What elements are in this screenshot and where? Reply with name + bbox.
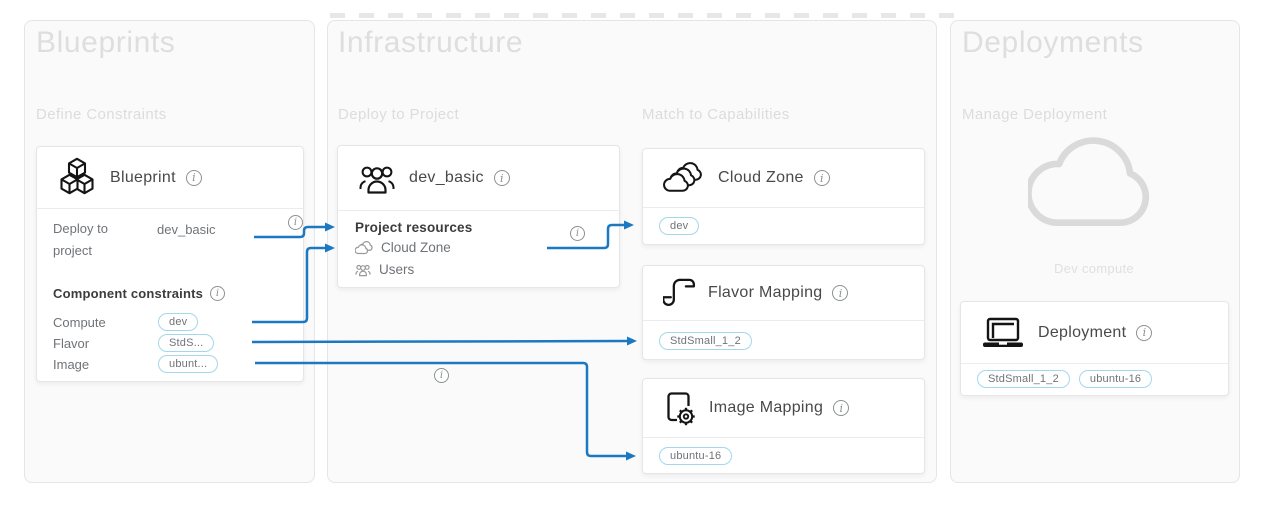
deployment-card: Deployment i StdSmall_1_2 ubuntu-16 — [960, 301, 1229, 396]
infrastructure-title: Infrastructure — [338, 26, 524, 59]
dashed-top-edge — [330, 13, 958, 18]
info-icon[interactable]: i — [210, 286, 226, 301]
image-mapping-card-title: Image Mapping — [709, 399, 824, 416]
blueprints-title: Blueprints — [36, 26, 176, 59]
match-capabilities-label: Match to Capabilities — [642, 106, 790, 123]
deploy-to-project-label: Deploy to Project — [338, 106, 460, 123]
flavor-mapping-card-title: Flavor Mapping — [708, 284, 823, 301]
resource-row-users: Users — [355, 262, 414, 277]
deploy-to-project-row-label: Deploy to project — [53, 218, 108, 262]
resource-row-cloud-zone: Cloud Zone — [355, 240, 451, 255]
scroll-icon — [663, 278, 695, 306]
constraint-row-flavor: Flavor StdS... — [53, 334, 287, 352]
resource-label: Cloud Zone — [381, 240, 451, 255]
deployment-tags: StdSmall_1_2 ubuntu-16 — [977, 370, 1153, 388]
resource-label: Users — [379, 262, 415, 277]
image-mapping-card: Image Mapping i ubuntu-16 — [642, 378, 925, 474]
dev-compute-caption: Dev compute — [1054, 261, 1134, 276]
dev-compute-cloud-icon — [1028, 137, 1150, 227]
project-card: dev_basic i Project resources Cloud Zone — [337, 145, 620, 288]
cloud-zone-card-title: Cloud Zone — [718, 169, 804, 186]
constraint-label: Image — [53, 356, 90, 372]
deployments-title: Deployments — [962, 26, 1144, 59]
project-card-title: dev_basic — [409, 169, 484, 186]
deploy-project-value: dev_basic — [157, 222, 216, 237]
image-tag: ubuntu-16 — [659, 447, 733, 465]
project-resources-heading: Project resources — [355, 220, 473, 235]
blueprints-subtitle: Define Constraints — [36, 106, 167, 123]
info-icon[interactable]: i — [813, 170, 830, 186]
constraint-tag: ubunt... — [158, 355, 219, 373]
cloud-stack-icon — [663, 162, 702, 192]
constraint-label: Compute — [53, 314, 106, 330]
cloud-zone-card: Cloud Zone i dev — [642, 148, 925, 245]
users-group-icon — [359, 166, 395, 194]
image-gear-icon — [667, 392, 695, 426]
constraint-tag: StdS... — [158, 334, 215, 352]
info-icon[interactable]: i — [185, 169, 202, 186]
flavor-mapping-card: Flavor Mapping i StdSmall_1_2 — [642, 265, 925, 360]
laptop-icon — [983, 317, 1023, 347]
panel-deployments — [950, 20, 1240, 483]
constraint-tag: dev — [158, 313, 199, 331]
deploy-label-line2: project — [53, 243, 93, 258]
info-icon[interactable]: i — [833, 400, 850, 416]
cloud-stack-small-icon — [355, 240, 373, 254]
info-icon[interactable]: i — [434, 368, 449, 383]
constraint-label: Flavor — [53, 335, 90, 351]
component-constraints-text: Component constraints — [53, 286, 204, 301]
deployments-subtitle: Manage Deployment — [962, 106, 1108, 123]
info-icon[interactable]: i — [570, 226, 585, 241]
deployment-tag: StdSmall_1_2 — [977, 370, 1070, 388]
component-constraints-heading: Component constraints i — [53, 286, 226, 301]
deploy-label-line1: Deploy to — [53, 221, 108, 236]
blueprint-card: Blueprint i Deploy to project dev_basic … — [36, 146, 304, 382]
info-icon[interactable]: i — [1136, 324, 1153, 341]
cloud-zone-tag: dev — [659, 217, 700, 235]
flavor-tag: StdSmall_1_2 — [659, 332, 752, 350]
blueprint-card-title: Blueprint — [110, 168, 176, 186]
constraint-row-compute: Compute dev — [53, 313, 287, 331]
users-small-icon — [355, 264, 371, 276]
info-icon[interactable]: i — [493, 170, 510, 186]
constraint-row-image: Image ubunt... — [53, 355, 287, 373]
info-icon[interactable]: i — [288, 215, 303, 230]
blueprint-cubes-icon — [60, 157, 94, 194]
deployment-card-title: Deployment — [1038, 323, 1127, 341]
info-icon[interactable]: i — [832, 285, 849, 301]
deployment-tag: ubuntu-16 — [1078, 370, 1153, 388]
